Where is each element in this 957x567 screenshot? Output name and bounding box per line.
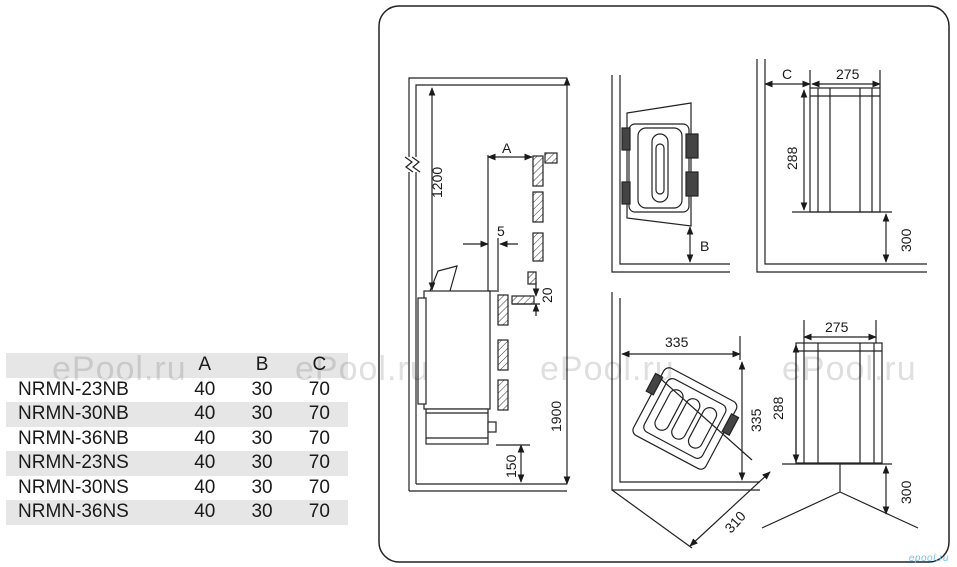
dim-ext [611, 489, 693, 549]
label-5: 5 [497, 223, 505, 239]
panel-hatch [497, 294, 509, 326]
cell-c: 70 [308, 378, 330, 400]
corner-walls [611, 75, 730, 273]
table-row: NRMN-30NB 40 30 70 [6, 402, 348, 427]
cell-a: 40 [194, 403, 216, 425]
element [671, 398, 701, 440]
site-mark: epool.ru [908, 553, 949, 564]
guard-diagonal [661, 379, 753, 461]
panel-hatch [527, 271, 537, 285]
side-block [621, 181, 631, 205]
element [651, 133, 669, 203]
cell-a: 40 [194, 501, 216, 523]
table-header-row: A B C [6, 353, 348, 378]
panel-hatch [532, 191, 544, 223]
cell-b: 30 [251, 476, 273, 498]
label-1200: 1200 [429, 167, 445, 198]
cell-model: NRMN-30NS [18, 476, 129, 498]
corner-walls-inner [619, 75, 730, 265]
cell-a: 40 [194, 378, 216, 400]
heater-base [425, 408, 489, 445]
cell-a: 40 [194, 452, 216, 474]
spec-table: A B C NRMN-23NB 40 30 70 NRMN-30NB 40 30… [6, 353, 348, 525]
heater-inner [637, 127, 683, 209]
heater-inner [643, 378, 727, 459]
side-block [645, 372, 664, 396]
label-a: A [502, 140, 512, 156]
cell-b: 30 [251, 378, 273, 400]
cell-b: 30 [251, 427, 273, 449]
cell-c: 70 [308, 452, 330, 474]
panel-hatch [511, 295, 535, 305]
cell-b: 30 [251, 501, 273, 523]
heater-outline [628, 123, 690, 213]
label-b: B [700, 238, 709, 254]
panel-hatch [497, 379, 509, 411]
wall-break [404, 156, 414, 173]
heater-front [417, 297, 427, 405]
table-row: NRMN-36NB 40 30 70 [6, 427, 348, 452]
top-view [611, 75, 730, 273]
table-row: NRMN-36NS 40 30 70 [6, 500, 348, 525]
label-c: C [782, 66, 792, 82]
cell-a: 40 [194, 476, 216, 498]
wall-and-floor [756, 59, 927, 273]
front-view [756, 59, 927, 273]
panel-hatch [532, 232, 544, 262]
side-block [621, 127, 631, 151]
cell-c: 70 [308, 476, 330, 498]
element [655, 143, 665, 195]
panel-hatch [544, 152, 558, 164]
corner-top-view [611, 292, 771, 549]
cell-model: NRMN-30NB [18, 403, 129, 425]
dim-line-310 [689, 471, 771, 547]
wall-break2 [411, 156, 421, 173]
cell-c: 70 [308, 501, 330, 523]
panel-hatch [497, 339, 509, 371]
side-view [404, 77, 571, 492]
wall-outline [408, 77, 567, 157]
cell-model: NRMN-23NB [18, 378, 129, 400]
heater-body [423, 290, 491, 410]
cell-a: 40 [194, 427, 216, 449]
label-300-bottom: 300 [898, 480, 914, 504]
element [687, 407, 718, 449]
label-150: 150 [503, 454, 519, 478]
label-335-h: 335 [665, 334, 689, 350]
label-1900: 1900 [548, 401, 564, 432]
label-288-top: 288 [784, 146, 800, 170]
label-275-top: 275 [836, 66, 860, 82]
wall-inner [415, 84, 567, 157]
side-block [685, 171, 699, 197]
label-20: 20 [539, 287, 555, 303]
table-row: NRMN-23NS 40 30 70 [6, 451, 348, 476]
heater-knob [487, 421, 497, 433]
drawing-frame [378, 5, 950, 563]
wall-and-floor-inner [764, 59, 927, 265]
side-block [721, 413, 740, 437]
cell-b: 30 [251, 403, 273, 425]
element [654, 389, 684, 431]
corner-front-view [761, 320, 919, 529]
header-a: A [198, 354, 212, 376]
cell-c: 70 [308, 403, 330, 425]
cell-b: 30 [251, 452, 273, 474]
cell-c: 70 [308, 427, 330, 449]
heater-outline [632, 367, 738, 470]
label-300-top: 300 [898, 228, 914, 252]
label-288-bottom: 288 [770, 396, 786, 420]
cell-model: NRMN-36NB [18, 427, 129, 449]
label-335-v: 335 [748, 408, 764, 432]
cell-model: NRMN-23NS [18, 452, 129, 474]
header-c: C [312, 354, 327, 376]
cell-model: NRMN-36NS [18, 501, 129, 523]
panel-hatch [532, 155, 544, 187]
header-b: B [255, 354, 269, 376]
table-row: NRMN-30NS 40 30 70 [6, 476, 348, 501]
table-row: NRMN-23NB 40 30 70 [6, 378, 348, 403]
side-block [685, 133, 699, 159]
label-275-bottom: 275 [825, 319, 849, 335]
